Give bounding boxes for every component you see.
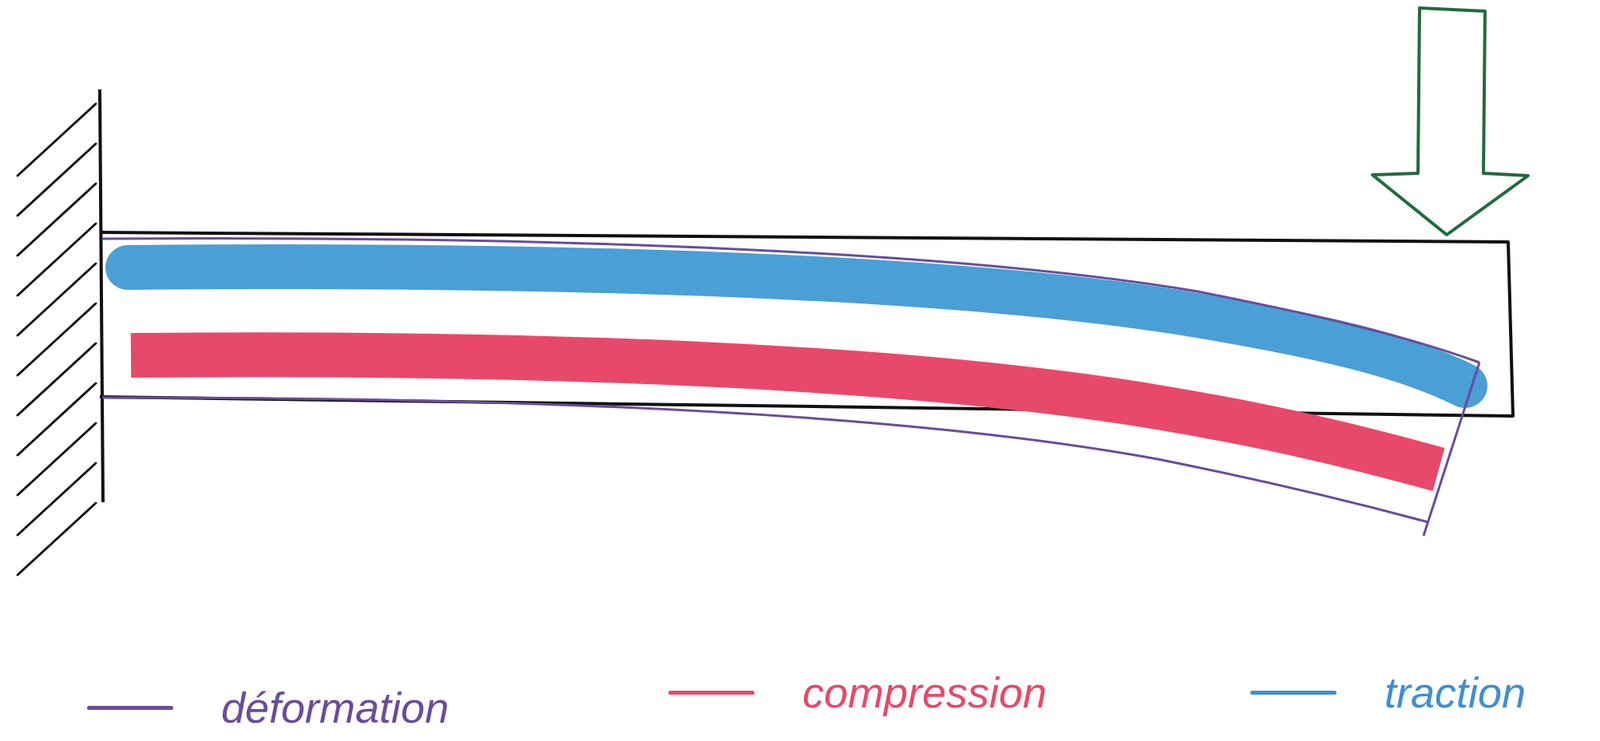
legend-line-sample (87, 705, 174, 710)
legend-label: déformation (221, 684, 449, 732)
deformed-bottom (102, 397, 1429, 523)
wall-line (99, 89, 103, 503)
legend-label: traction (1384, 669, 1526, 717)
force-arrow (1372, 7, 1529, 235)
legend-entry: compression (668, 669, 1047, 717)
legend-line-sample (1250, 690, 1337, 695)
hatch-stroke (17, 183, 96, 256)
deformed-top (102, 238, 1480, 363)
legend-line-sample (668, 690, 755, 695)
legend-label: compression (802, 669, 1047, 717)
hatch-stroke (17, 502, 96, 575)
legend-entry: traction (1250, 669, 1526, 717)
hatch-stroke (17, 383, 96, 456)
legend-entry: déformation (87, 684, 449, 732)
hatch-stroke (17, 143, 96, 216)
hatch-stroke (17, 223, 96, 296)
wall-hatching (17, 103, 96, 575)
hatch-stroke (17, 463, 96, 535)
compression-band (130, 354, 1439, 470)
hatch-stroke (17, 263, 96, 336)
hatch-stroke (17, 423, 96, 496)
hatch-stroke (17, 343, 96, 416)
hatch-stroke (17, 303, 96, 376)
deformed-end (1423, 362, 1480, 536)
hatch-stroke (17, 103, 96, 176)
